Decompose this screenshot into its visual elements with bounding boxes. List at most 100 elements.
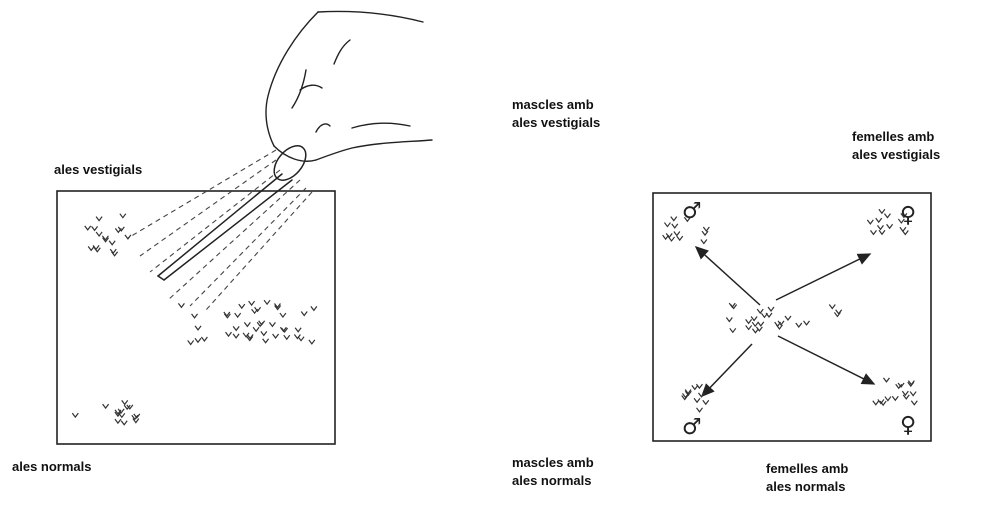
fly xyxy=(677,236,683,240)
fly xyxy=(233,334,239,338)
fly xyxy=(902,391,908,395)
fly xyxy=(88,246,94,250)
male-symbol-top: ♂ xyxy=(682,199,702,224)
fly xyxy=(311,306,317,310)
fly xyxy=(746,319,752,323)
fly xyxy=(133,419,139,423)
fly xyxy=(96,217,102,221)
fly xyxy=(758,322,764,326)
flies-right xyxy=(663,209,918,412)
right-tray xyxy=(653,193,931,441)
fly xyxy=(785,316,791,320)
fly xyxy=(178,303,184,307)
female-symbol-top: ♀ xyxy=(900,203,916,228)
fly xyxy=(911,401,917,405)
fly xyxy=(892,396,898,400)
fly xyxy=(226,332,232,336)
fly xyxy=(672,224,678,228)
fly xyxy=(669,237,675,241)
fly xyxy=(775,322,781,326)
fly xyxy=(663,235,669,239)
fly xyxy=(298,337,304,341)
fly xyxy=(876,218,882,222)
fly xyxy=(867,220,873,224)
fly xyxy=(280,313,286,317)
arrow-to-males-normal xyxy=(702,344,752,396)
fly xyxy=(804,321,810,325)
fly xyxy=(730,328,736,332)
fly xyxy=(85,226,91,230)
fly xyxy=(887,224,893,228)
fly xyxy=(696,384,702,388)
fly xyxy=(249,301,255,305)
fly xyxy=(776,325,782,329)
fly xyxy=(879,230,885,234)
fly xyxy=(703,400,709,404)
fly xyxy=(766,313,772,317)
fly xyxy=(877,225,883,229)
fly xyxy=(729,303,735,307)
fly xyxy=(195,338,201,342)
fly xyxy=(829,304,835,308)
fly xyxy=(269,322,275,326)
fly xyxy=(273,334,279,338)
arrow-to-males-vestigial xyxy=(696,247,760,305)
left-tray xyxy=(57,191,335,444)
fly xyxy=(910,392,916,396)
fly xyxy=(702,231,708,235)
fly xyxy=(692,385,698,389)
fly xyxy=(694,398,700,402)
brush-icon xyxy=(158,140,312,280)
fly xyxy=(115,228,121,232)
fly xyxy=(796,323,802,327)
fly xyxy=(109,241,115,245)
fly xyxy=(873,401,879,405)
fly xyxy=(301,311,307,315)
fly xyxy=(870,230,876,234)
fly xyxy=(903,395,909,399)
arrow-to-females-vestigial xyxy=(776,254,870,300)
fly xyxy=(119,413,125,417)
fly xyxy=(757,309,763,313)
fly xyxy=(261,331,267,335)
fly xyxy=(751,317,757,321)
female-symbol-bottom: ♀ xyxy=(900,413,916,438)
hand-illustration xyxy=(266,11,432,161)
fly xyxy=(284,335,290,339)
fly xyxy=(96,232,102,236)
fly xyxy=(110,249,116,253)
fly xyxy=(884,214,890,218)
fly xyxy=(263,339,269,343)
fly xyxy=(188,340,194,344)
fly xyxy=(72,413,78,417)
fly xyxy=(125,235,131,239)
fly xyxy=(698,393,704,397)
fly xyxy=(836,310,842,314)
fly xyxy=(103,404,109,408)
fly xyxy=(121,421,127,425)
fly xyxy=(253,327,259,331)
fly xyxy=(115,419,121,423)
fly xyxy=(295,328,301,332)
fly xyxy=(192,314,198,318)
fly xyxy=(697,408,703,412)
fly xyxy=(768,307,774,311)
fly xyxy=(309,340,315,344)
fly xyxy=(120,214,126,218)
fly xyxy=(746,325,752,329)
fly xyxy=(879,209,885,213)
fly xyxy=(264,300,270,304)
fly xyxy=(726,317,732,321)
fly xyxy=(92,226,98,230)
fly xyxy=(233,326,239,330)
fly xyxy=(195,326,201,330)
fly xyxy=(671,217,677,221)
sorting-arrows xyxy=(696,247,874,396)
fly xyxy=(752,322,758,326)
fly xyxy=(201,337,207,341)
fly xyxy=(239,304,245,308)
fly xyxy=(883,378,889,382)
male-symbol-bottom: ♂ xyxy=(682,415,702,440)
arrow-to-females-normal xyxy=(778,336,874,384)
